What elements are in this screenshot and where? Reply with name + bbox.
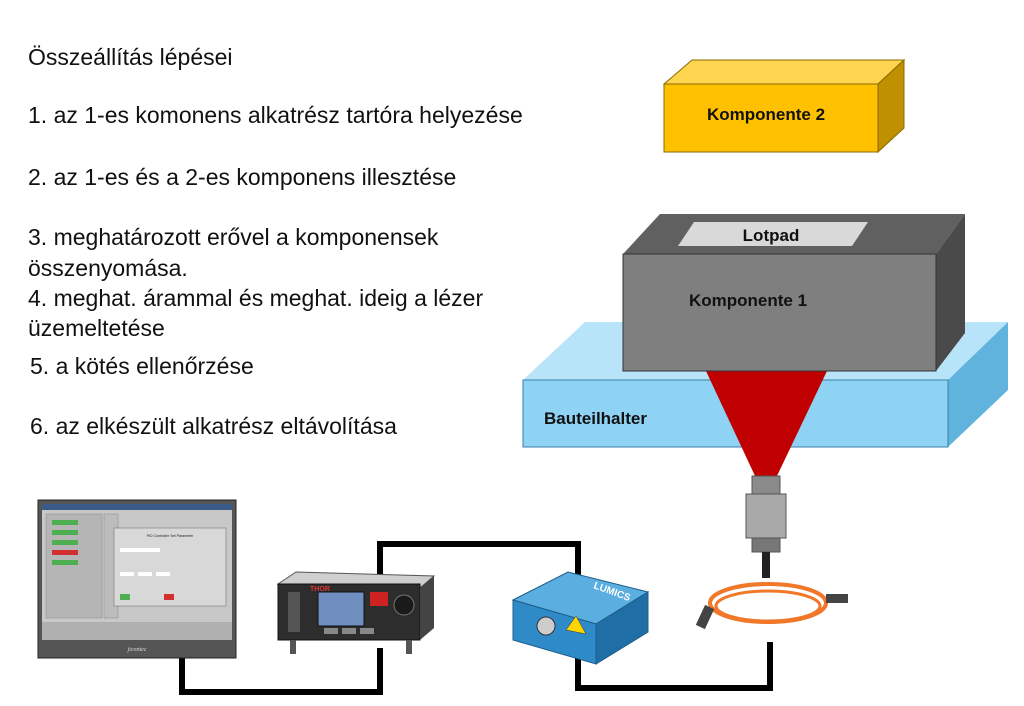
optic-connector: [762, 552, 770, 578]
step-6: 6. az elkészült alkatrész eltávolítása: [30, 413, 397, 439]
step-3-line-1: 3. meghatározott erővel a komponensek: [28, 224, 439, 250]
controller-brand: THOR: [310, 586, 330, 593]
software-led-1: [52, 520, 78, 525]
laser-module-side: [595, 591, 649, 665]
controller-button-3: [360, 628, 374, 634]
pc-monitor: PID Controller Set Parameter jicontec: [37, 499, 237, 659]
fiber-connector-right: [826, 594, 848, 603]
monitor-brand: jicontec: [127, 647, 147, 653]
bauteilhalter-side: [948, 322, 1008, 447]
software-status-bar: [42, 622, 232, 640]
cable-controller-laser: [377, 541, 581, 588]
cable-laser-optic: [575, 642, 773, 691]
komponente-1-block: [622, 214, 965, 372]
fiber-coil: [695, 582, 848, 630]
controller-display: [317, 591, 365, 627]
software-led-3: [52, 540, 78, 545]
controller-key-column: [288, 592, 300, 632]
laser-warning-icon: [565, 615, 587, 635]
fiber-loop-inner: [714, 589, 822, 623]
controller-side: [420, 576, 434, 640]
optic-base: [751, 537, 781, 553]
laser-output-port: [536, 616, 556, 636]
step-1: 1. az 1-es komonens alkatrész tartóra he…: [28, 102, 523, 128]
software-titlebar: [42, 504, 232, 510]
software-field-1: [120, 548, 160, 552]
cable-pc-controller: [179, 646, 383, 695]
software-cancel-button: [164, 594, 174, 600]
komponente-1-side: [936, 214, 965, 371]
step-5: 5. a kötés ellenőrzése: [30, 353, 254, 379]
komponente-2-front: [663, 83, 879, 153]
software-led-4: [52, 550, 78, 555]
controller-button-2: [342, 628, 356, 634]
komponente-1-front: [622, 253, 937, 372]
lotpad-label: Lotpad: [743, 226, 800, 245]
software-field-2: [120, 572, 134, 576]
connection-cables: [179, 541, 773, 695]
software-field-3: [138, 572, 152, 576]
software-dialog-title: PID Controller Set Parameter: [147, 534, 195, 538]
controller-red-button: [370, 592, 388, 606]
komponente-2-top: [662, 59, 906, 85]
komponente-1-label: Komponente 1: [689, 291, 807, 310]
software-led-2: [52, 530, 78, 535]
software-led-5: [52, 560, 78, 565]
laser-controller: THOR: [276, 571, 436, 654]
controller-leg-right: [406, 640, 412, 654]
software-dialog: [113, 527, 227, 607]
software-left-panel: [45, 513, 103, 619]
laser-optic-head: [745, 475, 787, 578]
controller-leg-left: [290, 640, 296, 654]
step-3-line-2: összenyomása.: [28, 255, 188, 281]
komponente-2-block: [662, 58, 906, 154]
software-ok-button: [120, 594, 130, 600]
laser-beam: [706, 371, 827, 478]
software-field-4: [156, 572, 170, 576]
komponente-2-label: Komponente 2: [707, 105, 825, 124]
step-4-line-2: üzemeltetése: [28, 315, 165, 341]
laser-module: LUMICS: [511, 571, 650, 665]
bauteilhalter-label: Bauteilhalter: [544, 409, 647, 428]
controller-knob: [393, 594, 415, 616]
optic-body: [745, 493, 787, 539]
lotpad: [678, 222, 868, 246]
steps-title: Összeállítás lépései: [28, 44, 233, 70]
fiber-connector-left: [695, 604, 715, 630]
step-4-line-1: 4. meghat. árammal és meghat. ideig a lé…: [28, 285, 484, 311]
step-2: 2. az 1-es és a 2-es komponens illesztés…: [28, 164, 457, 190]
optic-cap: [751, 475, 781, 495]
controller-button-1: [324, 628, 338, 634]
